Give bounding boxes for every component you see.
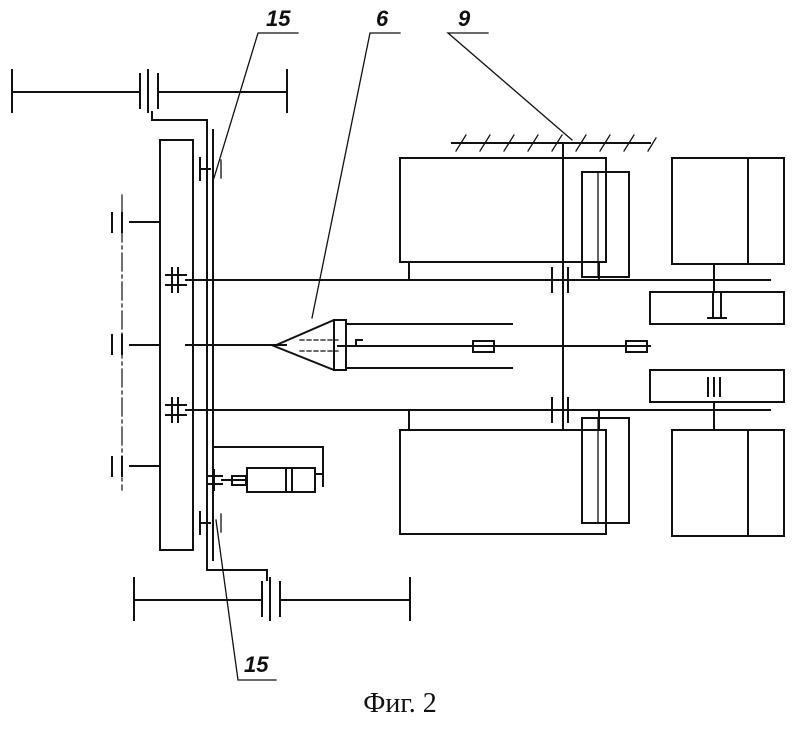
shaft-coupling-left xyxy=(472,340,495,353)
hydraulic-cylinder xyxy=(207,446,324,493)
cone-unit xyxy=(271,319,513,371)
right-lower-unit xyxy=(649,369,785,537)
figure-caption: Фиг. 2 xyxy=(363,688,437,719)
ground-support xyxy=(451,134,657,431)
coupling-marks xyxy=(199,157,222,535)
leader-6 xyxy=(311,32,401,319)
label-top-15: 15 xyxy=(266,6,291,31)
leader-9 xyxy=(446,32,573,141)
bottom-axle xyxy=(133,569,411,621)
upper-block xyxy=(399,157,630,281)
left-fittings xyxy=(111,212,161,477)
leader-top-15 xyxy=(213,32,299,179)
label-6: 6 xyxy=(376,6,389,31)
label-9: 9 xyxy=(458,6,471,31)
right-upper-unit xyxy=(649,157,785,325)
gear-symbol-lower xyxy=(165,397,187,423)
shaft-coupling-right xyxy=(625,340,648,353)
top-axle xyxy=(11,69,288,571)
lower-block xyxy=(399,409,630,535)
gear-symbol-upper xyxy=(165,267,187,293)
leader-bottom-15 xyxy=(215,519,277,681)
label-bottom-15: 15 xyxy=(244,652,269,677)
